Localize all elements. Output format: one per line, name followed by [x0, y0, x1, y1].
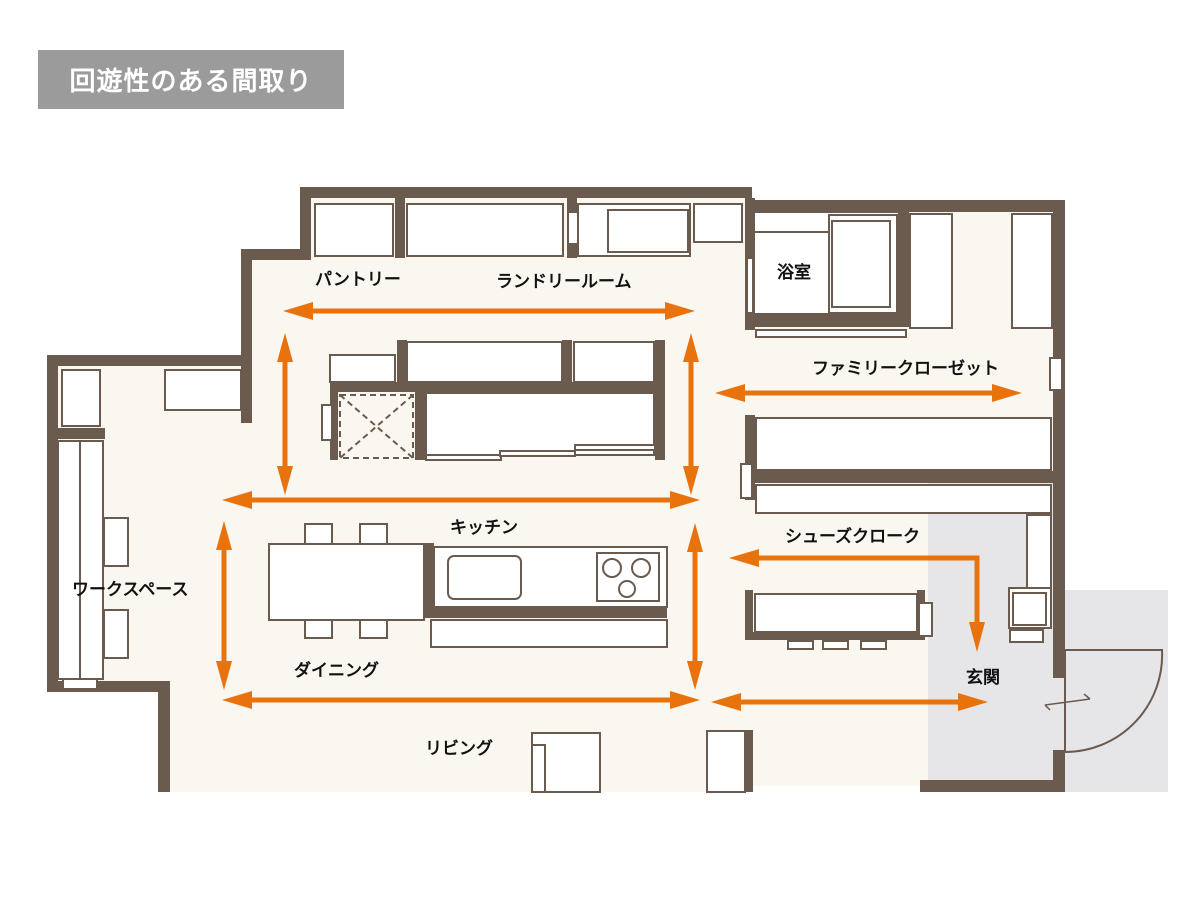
fixtures	[57, 203, 1164, 793]
label-family-closet: ファミリークローゼット	[812, 358, 999, 379]
arrow-living-horizontal	[222, 691, 700, 709]
arrow-closet-horizontal	[715, 384, 1022, 402]
label-dining: ダイニング	[294, 660, 379, 681]
exterior-walls	[47, 187, 1065, 792]
circulation-arrows	[216, 302, 1022, 711]
label-living: リビング	[425, 738, 493, 759]
page-title: 回遊性のある間取り	[38, 50, 344, 109]
arrow-shoes-cloak	[729, 549, 985, 652]
label-pantry: パントリー	[315, 270, 401, 290]
label-entrance: 玄関	[966, 667, 1000, 688]
interior-walls	[330, 198, 1055, 792]
label-workspace: ワークスペース	[72, 580, 188, 600]
label-shoes-cloak: シューズクローク	[785, 526, 920, 547]
arrow-kitchen-right-lower	[687, 523, 703, 690]
arrow-laundry-horizontal	[283, 302, 695, 320]
dashed-box	[339, 394, 414, 459]
arrow-middle-horizontal	[222, 491, 700, 509]
arrow-entrance-horizontal	[711, 693, 988, 711]
label-bathroom: 浴室	[777, 262, 811, 283]
label-kitchen: キッチン	[450, 518, 518, 538]
arrow-kitchen-right-upper	[683, 333, 699, 495]
arrow-pantry-vertical	[277, 333, 293, 495]
arrow-dining-vertical	[216, 521, 232, 690]
label-laundry-room: ランドリールーム	[496, 272, 632, 292]
